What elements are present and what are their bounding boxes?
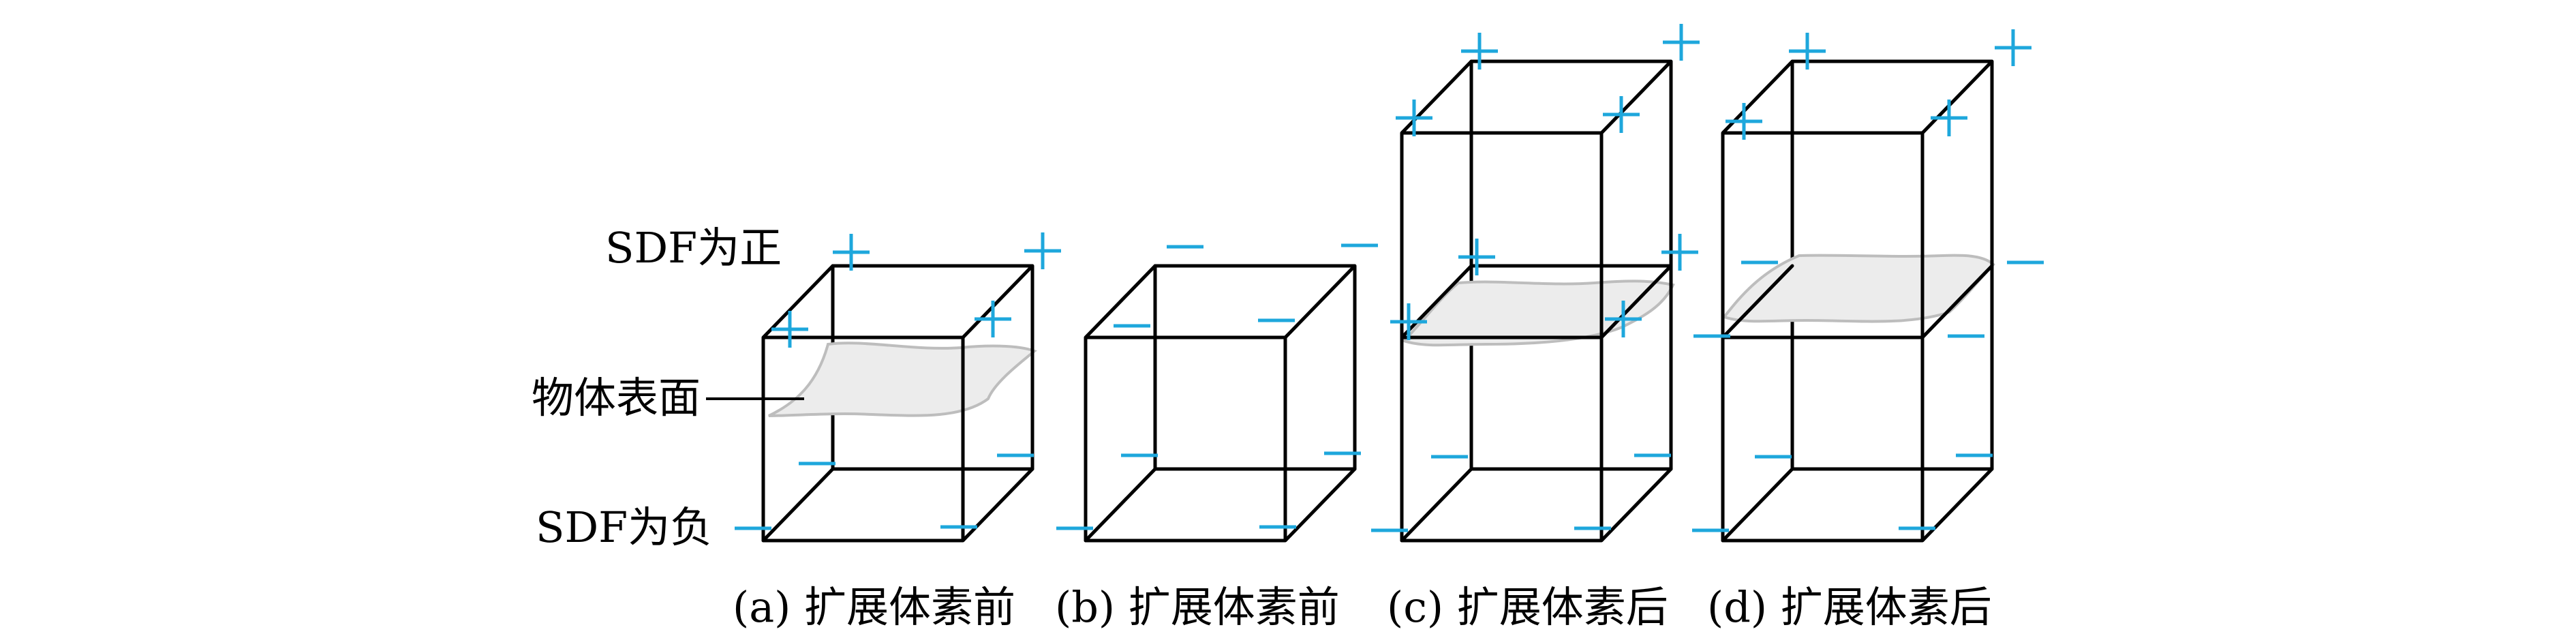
panel-a-signs: [735, 232, 1061, 530]
plus-sign: [1605, 301, 1642, 337]
caption-c: (c) 扩展体素后: [1387, 582, 1668, 632]
panel-b-signs: [1056, 243, 1378, 530]
panel-b: [1056, 243, 1378, 543]
plus-sign: [1663, 24, 1700, 61]
plus-sign: [1789, 33, 1826, 70]
plus-sign: [833, 234, 870, 271]
panel-b-back-edges: [1084, 264, 1357, 543]
caption-a: (a) 扩展体素前: [733, 582, 1015, 632]
plus-sign: [975, 301, 1011, 337]
plus-sign: [1995, 29, 2031, 66]
plus-sign: [1726, 103, 1762, 140]
panel-b-front-edges: [1084, 264, 1357, 543]
panel-d-surface: [1721, 254, 1995, 323]
panel-a: [735, 232, 1061, 543]
plus-sign: [1458, 239, 1495, 275]
plus-sign: [1461, 33, 1498, 70]
panel-c: [1371, 24, 1700, 543]
plus-sign: [1390, 303, 1427, 340]
label-sdf-negative: SDF为负: [536, 502, 712, 552]
panel-c-surface: [1401, 279, 1675, 347]
plus-sign: [771, 311, 808, 348]
caption-b: (b) 扩展体素前: [1055, 582, 1340, 632]
label-sdf-positive: SDF为正: [605, 223, 782, 273]
panel-d-front-edges: [1721, 59, 1994, 543]
panel-c-front-edges: [1400, 59, 1673, 543]
plus-sign: [1931, 100, 1967, 136]
panel-a-front-edges: [761, 264, 1034, 543]
panel-d: [1692, 29, 2044, 543]
panel-c-signs: [1371, 24, 1700, 532]
plus-sign: [1661, 234, 1698, 271]
panel-a-surface: [768, 342, 1037, 417]
caption-d: (d) 扩展体素后: [1707, 582, 1992, 632]
panel-d-signs: [1692, 29, 2044, 532]
plus-sign: [1024, 232, 1061, 269]
plus-sign: [1396, 100, 1432, 136]
label-object-surface: 物体表面: [532, 373, 701, 423]
plus-sign: [1603, 96, 1640, 133]
